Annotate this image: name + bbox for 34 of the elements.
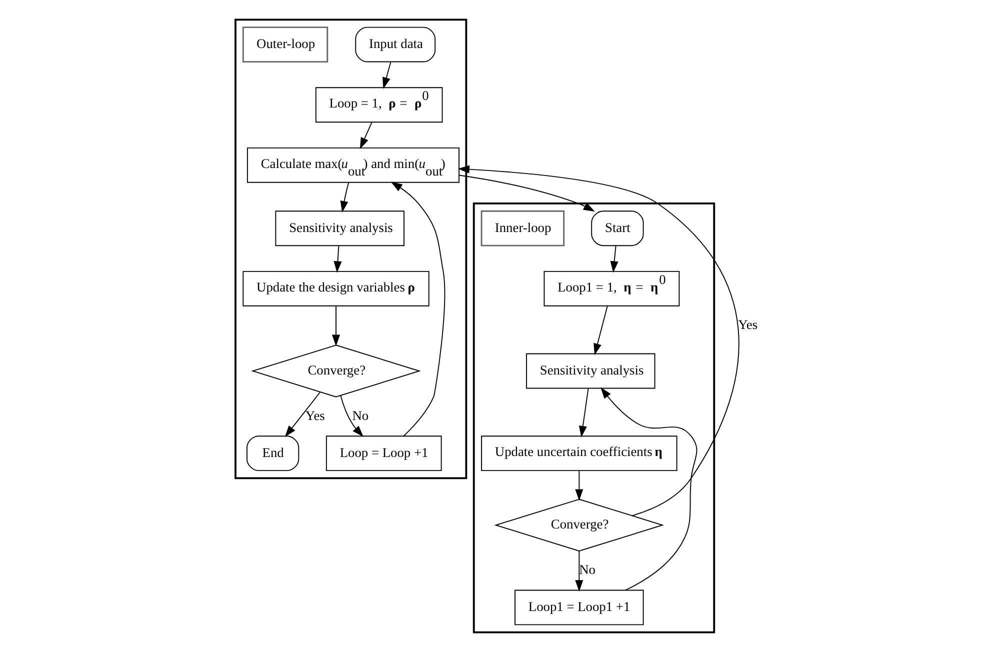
arrow bbox=[593, 306, 608, 356]
node-box: Update the design variables ρ bbox=[242, 270, 429, 306]
node-diamond: Converge? bbox=[250, 344, 420, 398]
arrow bbox=[390, 182, 445, 436]
arrow bbox=[340, 182, 349, 213]
edge-label: Yes bbox=[304, 408, 324, 424]
node-box: Input data bbox=[354, 26, 436, 62]
arrow bbox=[578, 388, 588, 438]
arrow bbox=[382, 62, 391, 89]
arrow bbox=[359, 122, 372, 150]
arrow bbox=[574, 550, 583, 592]
node-box: Outer-loop bbox=[242, 26, 328, 62]
arrow bbox=[610, 245, 618, 273]
node-box: Start bbox=[590, 210, 644, 246]
node-diamond: Converge? bbox=[494, 498, 664, 552]
cluster bbox=[234, 18, 467, 480]
arrow bbox=[331, 306, 340, 346]
arrow bbox=[340, 395, 363, 437]
arrow bbox=[333, 245, 342, 273]
edge-label: No bbox=[352, 408, 368, 424]
node-box: Loop = Loop +1 bbox=[325, 436, 442, 472]
node-box: Loop1 = Loop1 +1 bbox=[514, 590, 644, 626]
node-box: End bbox=[246, 436, 299, 472]
arrow bbox=[600, 387, 697, 591]
node-box: Update uncertain coefficients η bbox=[480, 436, 677, 472]
edge-label: No bbox=[578, 562, 596, 578]
arrow bbox=[458, 174, 594, 212]
edge-label: Yes bbox=[738, 317, 758, 332]
node-box: Sensitivity analysis bbox=[274, 210, 404, 246]
node-box: Sensitivity analysis bbox=[526, 353, 655, 389]
node-box: Inner-loop bbox=[480, 210, 564, 246]
arrow bbox=[284, 392, 320, 437]
arrow bbox=[574, 470, 583, 501]
arrow bbox=[457, 165, 739, 516]
